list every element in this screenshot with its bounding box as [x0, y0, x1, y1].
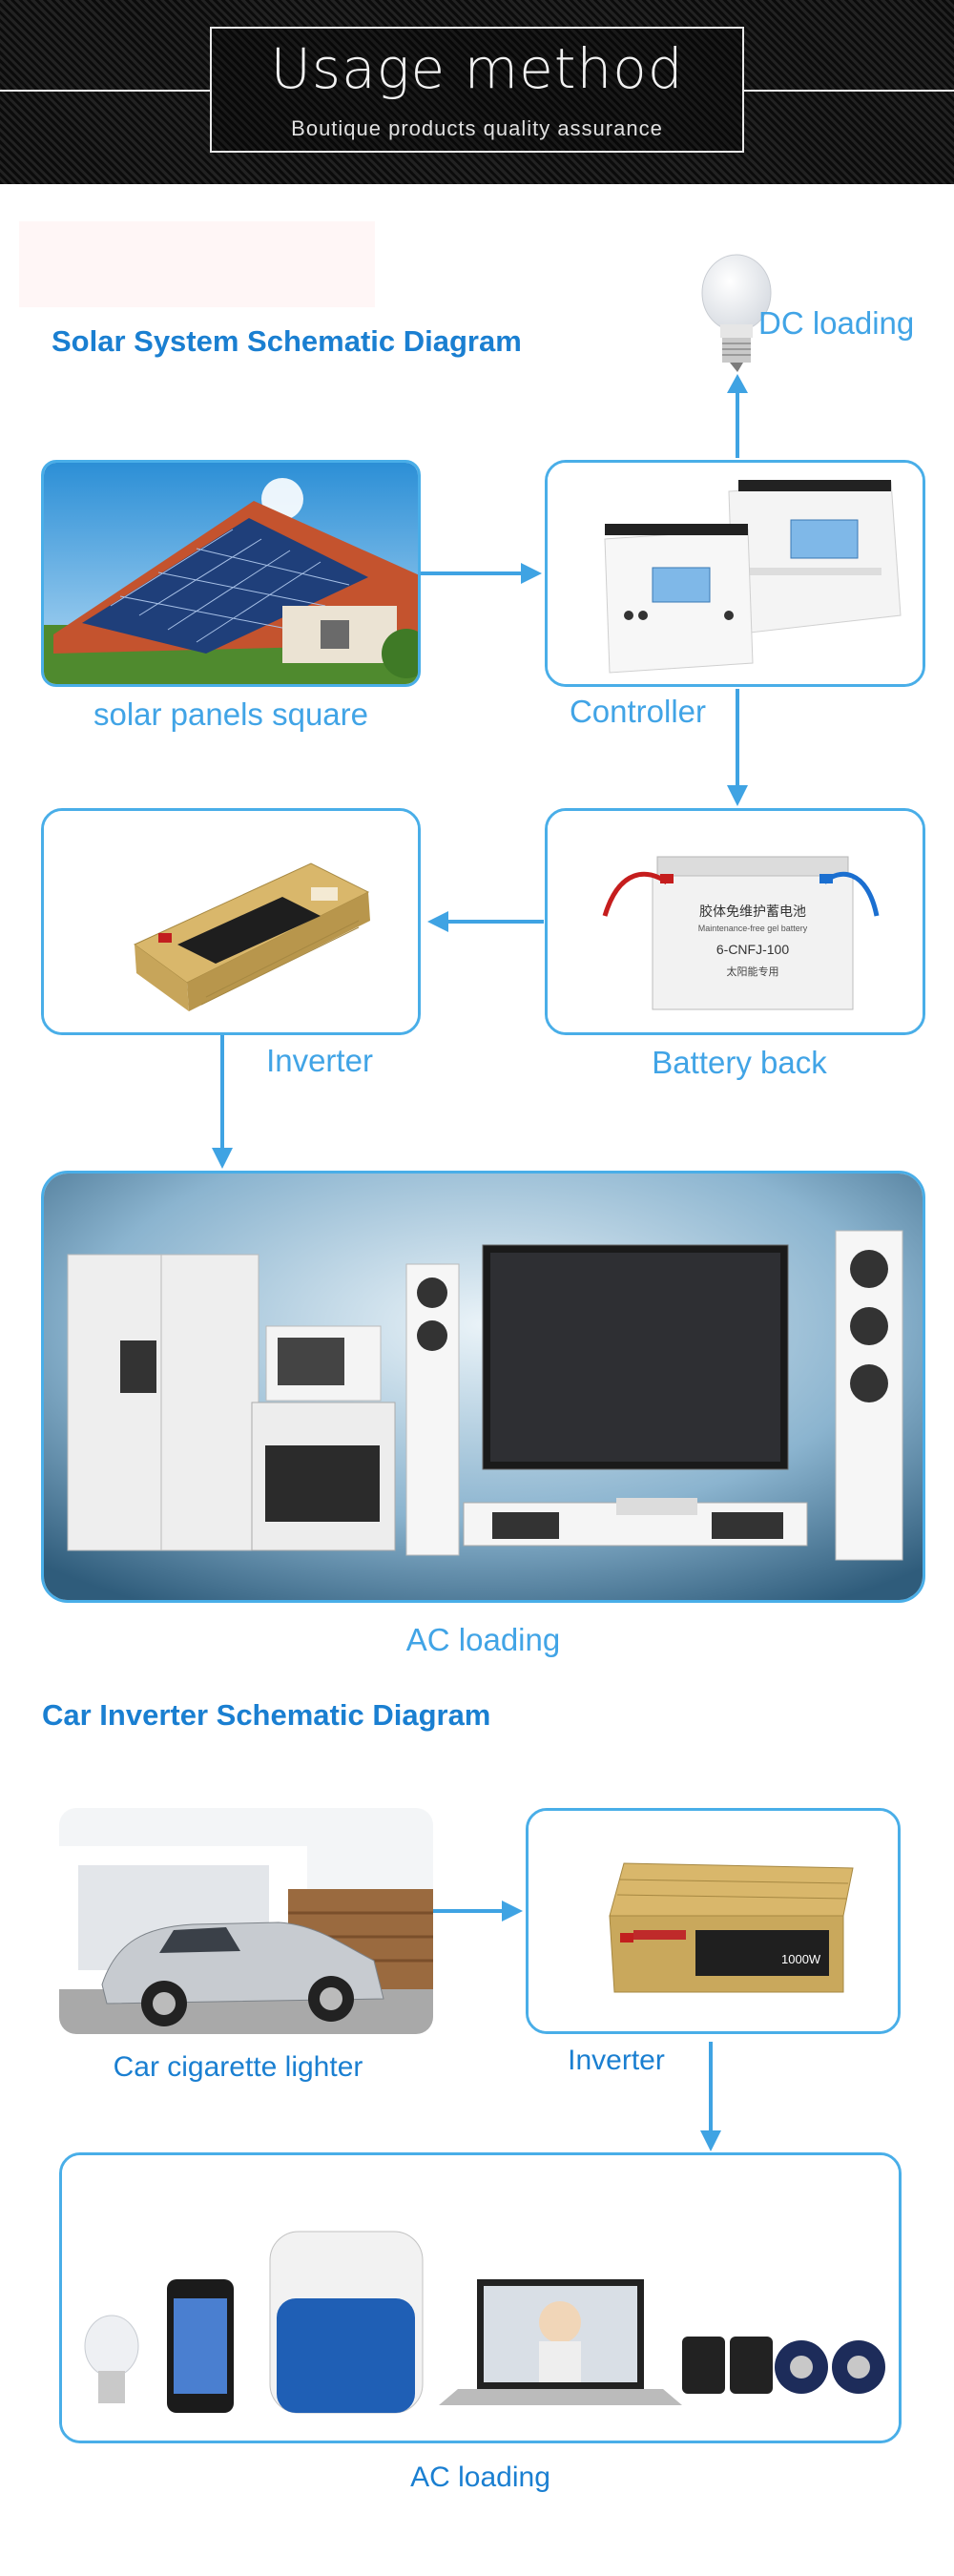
- solar-panels-image: [41, 460, 421, 687]
- solar-section-title: Solar System Schematic Diagram: [52, 324, 522, 358]
- car-ac-appliances-image: [59, 2152, 902, 2443]
- page-title: Usage method: [270, 36, 684, 101]
- battery-label-cn: 胶体免维护蓄电池: [699, 904, 806, 920]
- solar-panels-label: solar panels square: [93, 696, 368, 732]
- car-inverter-image: 1000W: [526, 1808, 901, 2034]
- dc-loading-label: DC loading: [758, 305, 915, 341]
- car-section-title: Car Inverter Schematic Diagram: [42, 1698, 491, 1732]
- battery-model: 6-CNFJ-100: [716, 942, 789, 957]
- battery-label-cn2: 太阳能专用: [727, 965, 779, 978]
- battery-image: 胶体免维护蓄电池 Maintenance-free gel battery 6-…: [545, 808, 925, 1035]
- page-subtitle: Boutique products quality assurance: [291, 116, 663, 140]
- header-banner: Usage method Boutique products quality a…: [0, 0, 954, 184]
- inverter-image: [41, 808, 421, 1035]
- car-inverter-label: Inverter: [568, 2045, 665, 2076]
- car-ac-loading-label: AC loading: [410, 2462, 550, 2493]
- battery-label: Battery back: [652, 1045, 827, 1080]
- blank-banner: [19, 221, 375, 307]
- ac-loading-label: AC loading: [405, 1622, 561, 1657]
- ac-appliances-image: [41, 1171, 925, 1603]
- controller-label: Controller: [569, 694, 707, 729]
- header-rule-right: [744, 90, 954, 92]
- controller-image: [545, 460, 925, 687]
- inverter-label: Inverter: [266, 1043, 373, 1078]
- header-rule-left: [0, 90, 210, 92]
- battery-label-en: Maintenance-free gel battery: [698, 924, 808, 933]
- light-bulb-icon: [701, 254, 772, 372]
- car-inverter-rating: 1000W: [781, 1952, 821, 1966]
- car-lighter-label: Car cigarette lighter: [113, 2051, 363, 2083]
- arrow-up-dc: [727, 374, 748, 393]
- header-title-box: Usage method Boutique products quality a…: [210, 27, 744, 153]
- car-image: [59, 1808, 433, 2034]
